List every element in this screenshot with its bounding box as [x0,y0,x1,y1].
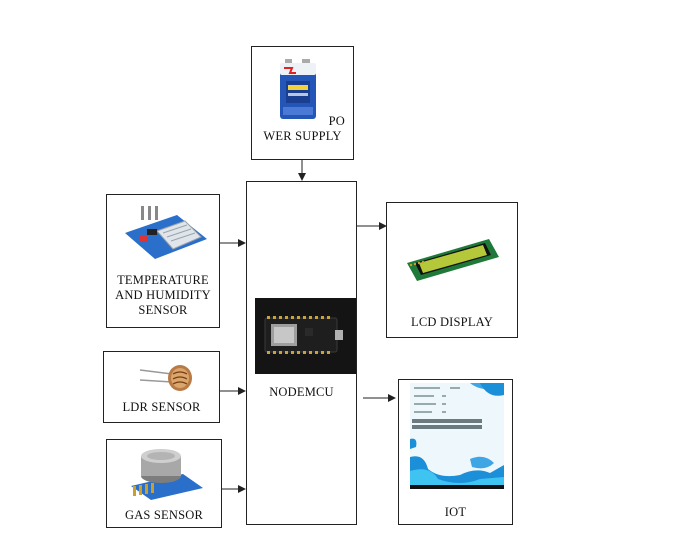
gas-sensor-label: GAS SENSOR [124,508,204,522]
nodemcu-photo [255,298,356,374]
temp-sensor-label-line3: SENSOR [138,303,188,317]
dht-sensor-icon [125,206,207,259]
iot-label: IOT [444,505,467,519]
battery-icon [280,59,316,119]
iot-dashboard-screenshot [410,383,504,489]
lcd-display-label: LCD DISPLAY [411,315,493,329]
power-supply-label-line1: PO [328,114,345,128]
nodemcu-label: NODEMCU [269,385,334,399]
nodemcu-block: NODEMCU [246,181,357,525]
ldr-sensor-block: LDR SENSOR [103,351,220,423]
ldr-sensor-label: LDR SENSOR [122,400,201,414]
iot-block: IOT [398,379,513,525]
lcd-display-block: LCD DISPLAY [386,202,518,338]
temp-sensor-label-line2: AND HUMIDITY [115,288,211,302]
nodemcu-board-icon [264,316,343,354]
gas-sensor-block: GAS SENSOR [106,439,222,528]
temp-humidity-sensor-block: TEMPERATURE AND HUMIDITY SENSOR [106,194,220,328]
ldr-icon [139,365,192,391]
power-supply-block: PO WER SUPPLY [251,46,354,160]
power-supply-label-line2: WER SUPPLY [263,129,342,143]
lcd-module-icon [407,239,499,281]
gas-sensor-icon [131,449,203,500]
temp-sensor-label-line1: TEMPERATURE [117,273,209,287]
